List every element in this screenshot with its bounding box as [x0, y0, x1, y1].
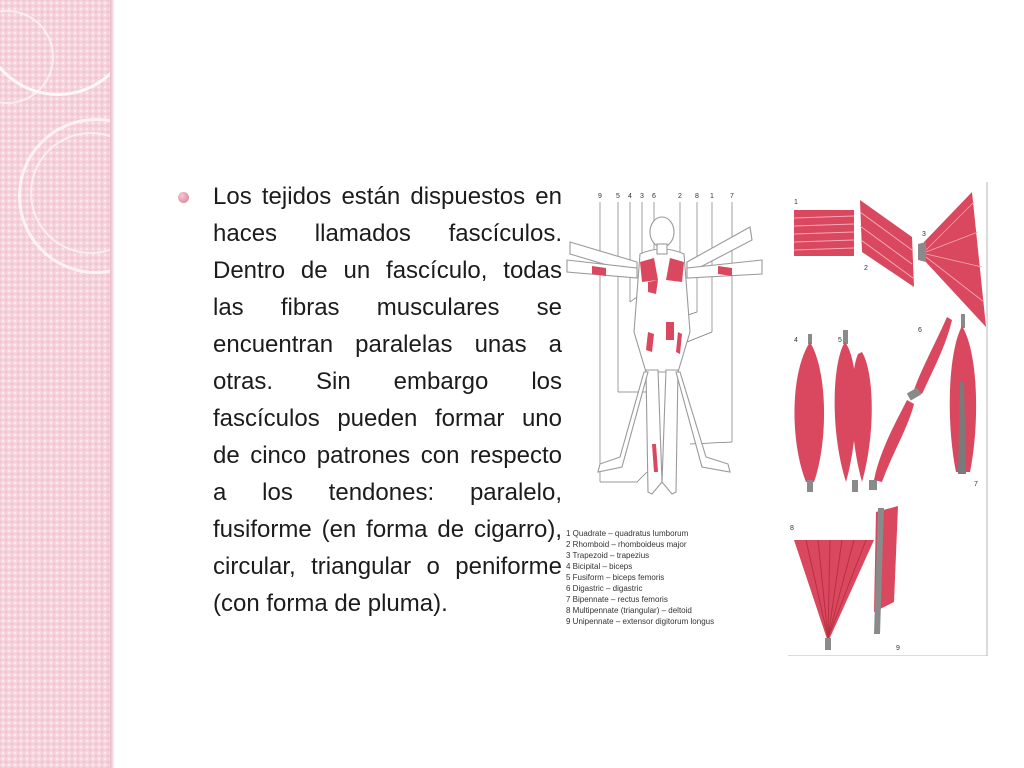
shape-multipennate	[794, 539, 874, 650]
legend-entry: 7 Bipennate – rectus femoris	[566, 595, 668, 604]
side-strip-edge	[110, 0, 114, 768]
decorative-ring	[0, 0, 112, 96]
shape-unipennate	[874, 506, 898, 634]
guide-lines	[599, 202, 733, 483]
top-number-label: 6	[652, 193, 656, 200]
shape-number-label: 7	[974, 481, 978, 488]
legend-entry: 1 Quadrate – quadratus lumborum	[566, 529, 689, 538]
shape-number-label: 8	[790, 525, 794, 532]
bullet-list: Los tejidos están dispuestos en haces ll…	[178, 178, 562, 622]
top-number-label: 9	[598, 193, 602, 200]
top-number-label: 2	[678, 193, 682, 200]
top-number-row: 9 5 4 3 6 2 8 1 7	[598, 193, 734, 200]
legend-entry: 3 Trapezoid – trapezius	[566, 551, 649, 560]
legend-entry: 2 Rhomboid – rhomboideus major	[566, 540, 687, 549]
shape-fusiform	[834, 330, 872, 492]
top-number-label: 1	[710, 193, 714, 200]
shape-number-label: 5	[838, 337, 842, 344]
shape-quadrate	[793, 210, 855, 256]
shape-bicipital	[794, 334, 825, 492]
figure-muscles	[592, 258, 732, 472]
shape-number-label: 2	[864, 265, 868, 272]
shape-number-label: 1	[794, 199, 798, 206]
legend-entry: 8 Multipennate (triangular) – deltoid	[566, 606, 692, 615]
bullet-icon	[178, 192, 189, 203]
legend-entry: 6 Digastric – digastric	[566, 584, 642, 593]
legend-entry: 9 Unipennate – extensor digitorum longus	[566, 617, 714, 626]
shape-number-label: 3	[922, 231, 926, 238]
top-number-label: 8	[695, 193, 699, 200]
shape-digastric	[869, 317, 952, 490]
shape-number-labels: 1 2 3 4 5 6 7 8 9	[790, 199, 978, 652]
top-number-label: 5	[616, 193, 620, 200]
shape-number-label: 6	[918, 327, 922, 334]
top-number-label: 7	[730, 193, 734, 200]
top-number-label: 3	[640, 193, 644, 200]
decorative-side-strip	[0, 0, 112, 768]
shape-trapezoid	[918, 192, 986, 327]
muscle-shapes-illustration: 9 5 4 3 6 2 8 1 7	[562, 182, 988, 656]
shape-number-label: 9	[896, 645, 900, 652]
legend-entry: 4 Bicipital – biceps	[566, 562, 632, 571]
top-number-label: 4	[628, 193, 632, 200]
legend-entry: 5 Fusiform – biceps femoris	[566, 573, 664, 582]
figure-legend: 1 Quadrate – quadratus lumborum 2 Rhomboi…	[566, 529, 714, 626]
shape-rhomboid	[859, 200, 914, 287]
shape-bipennate	[949, 314, 977, 474]
muscle-shapes-figure: 9 5 4 3 6 2 8 1 7	[562, 182, 988, 656]
shape-number-label: 4	[794, 337, 798, 344]
bullet-paragraph: Los tejidos están dispuestos en haces ll…	[213, 183, 562, 617]
